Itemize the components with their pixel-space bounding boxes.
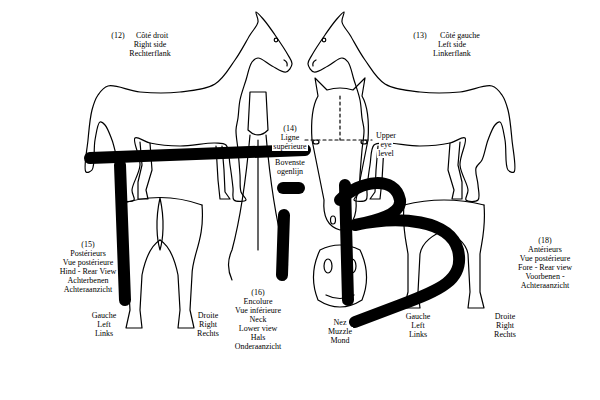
hind-leg: [160, 205, 202, 328]
view-label: Right: [198, 320, 218, 329]
view-label: Ligne: [280, 133, 301, 142]
scrawl-stroke: [120, 165, 125, 300]
view-label: Hals: [250, 333, 267, 342]
view-label: supérieure: [272, 142, 307, 151]
view-label: Left: [410, 321, 425, 330]
view-label: Fore - Rear view: [517, 263, 573, 272]
view-label: Links: [408, 330, 428, 339]
view-label: Lower view: [238, 324, 278, 333]
eye-level-line: [305, 96, 372, 140]
nostril: [284, 60, 287, 66]
view-label: Left side: [437, 40, 467, 49]
hind-rear-view: [118, 198, 203, 329]
view-label: Onderaanzicht: [234, 342, 283, 351]
callout-number: (18): [537, 236, 552, 245]
view-label: Neck: [249, 315, 268, 324]
callout-number: (14): [282, 124, 297, 133]
view-label: Vue postérieure: [519, 254, 571, 263]
view-label: Droite: [494, 312, 516, 321]
horse-outline: [308, 12, 515, 202]
handwritten-scrawl: [90, 150, 459, 322]
view-label: Linkerflank: [432, 49, 472, 58]
scrawl-stroke: [340, 183, 459, 322]
jaw-outline: [248, 92, 268, 135]
view-label: Right: [495, 321, 515, 330]
view-label: eye: [379, 140, 392, 149]
view-label: Achterbenen: [67, 276, 110, 285]
view-label: Left: [96, 320, 111, 329]
view-label: Gauche: [405, 312, 431, 321]
view-label: Postérieurs: [69, 249, 107, 258]
view-label: Gauche: [91, 311, 117, 320]
far-leg: [448, 142, 462, 199]
view-label: Hind - Rear View: [59, 267, 117, 276]
callout-number: (12): [110, 31, 125, 40]
muzzle-view: [313, 245, 366, 307]
view-label: Mond: [329, 336, 350, 345]
view-label: Rechts: [493, 330, 517, 339]
view-label: Rechterflank: [128, 49, 171, 58]
view-label: Côté droit: [135, 31, 169, 40]
scrawl-stroke: [283, 182, 299, 194]
muzzle-outline: [313, 245, 366, 307]
view-label: Rechts: [196, 329, 220, 338]
view-label: Voorbenen -: [524, 272, 565, 281]
view-label: Achteraanzicht: [520, 281, 570, 290]
view-label: Right side: [133, 40, 168, 49]
view-label: Vue inférieure: [234, 306, 282, 315]
view-label: Encolure: [243, 297, 274, 306]
callout-number: (15): [80, 240, 95, 249]
view-label: level: [377, 149, 395, 158]
head-front-view: [305, 78, 372, 230]
nostril: [324, 259, 332, 273]
view-label: Antérieurs: [527, 245, 563, 254]
callout-number: (16): [250, 288, 265, 297]
view-label: Links: [94, 329, 114, 338]
tail: [157, 198, 163, 250]
scrawl-stroke: [282, 215, 284, 275]
nostril: [313, 60, 316, 66]
view-label: Droite: [197, 311, 219, 320]
view-label: Vue postérieure: [62, 258, 114, 267]
view-label: Muzzle: [327, 327, 353, 336]
nostril: [331, 216, 336, 224]
eye: [322, 38, 326, 42]
callout-number: (13): [412, 31, 427, 40]
chest-outline: [404, 200, 484, 205]
eye: [274, 38, 278, 42]
view-label: Côté gauche: [439, 31, 481, 40]
view-label: ogenlijn: [276, 167, 304, 176]
view-label: Upper: [375, 131, 397, 140]
horse-left-side: [308, 12, 515, 202]
view-label: Bovenste: [274, 158, 306, 167]
view-label: Nez: [333, 318, 348, 327]
scrawl-stroke: [90, 150, 305, 158]
view-label: Achteraanzicht: [63, 285, 113, 294]
